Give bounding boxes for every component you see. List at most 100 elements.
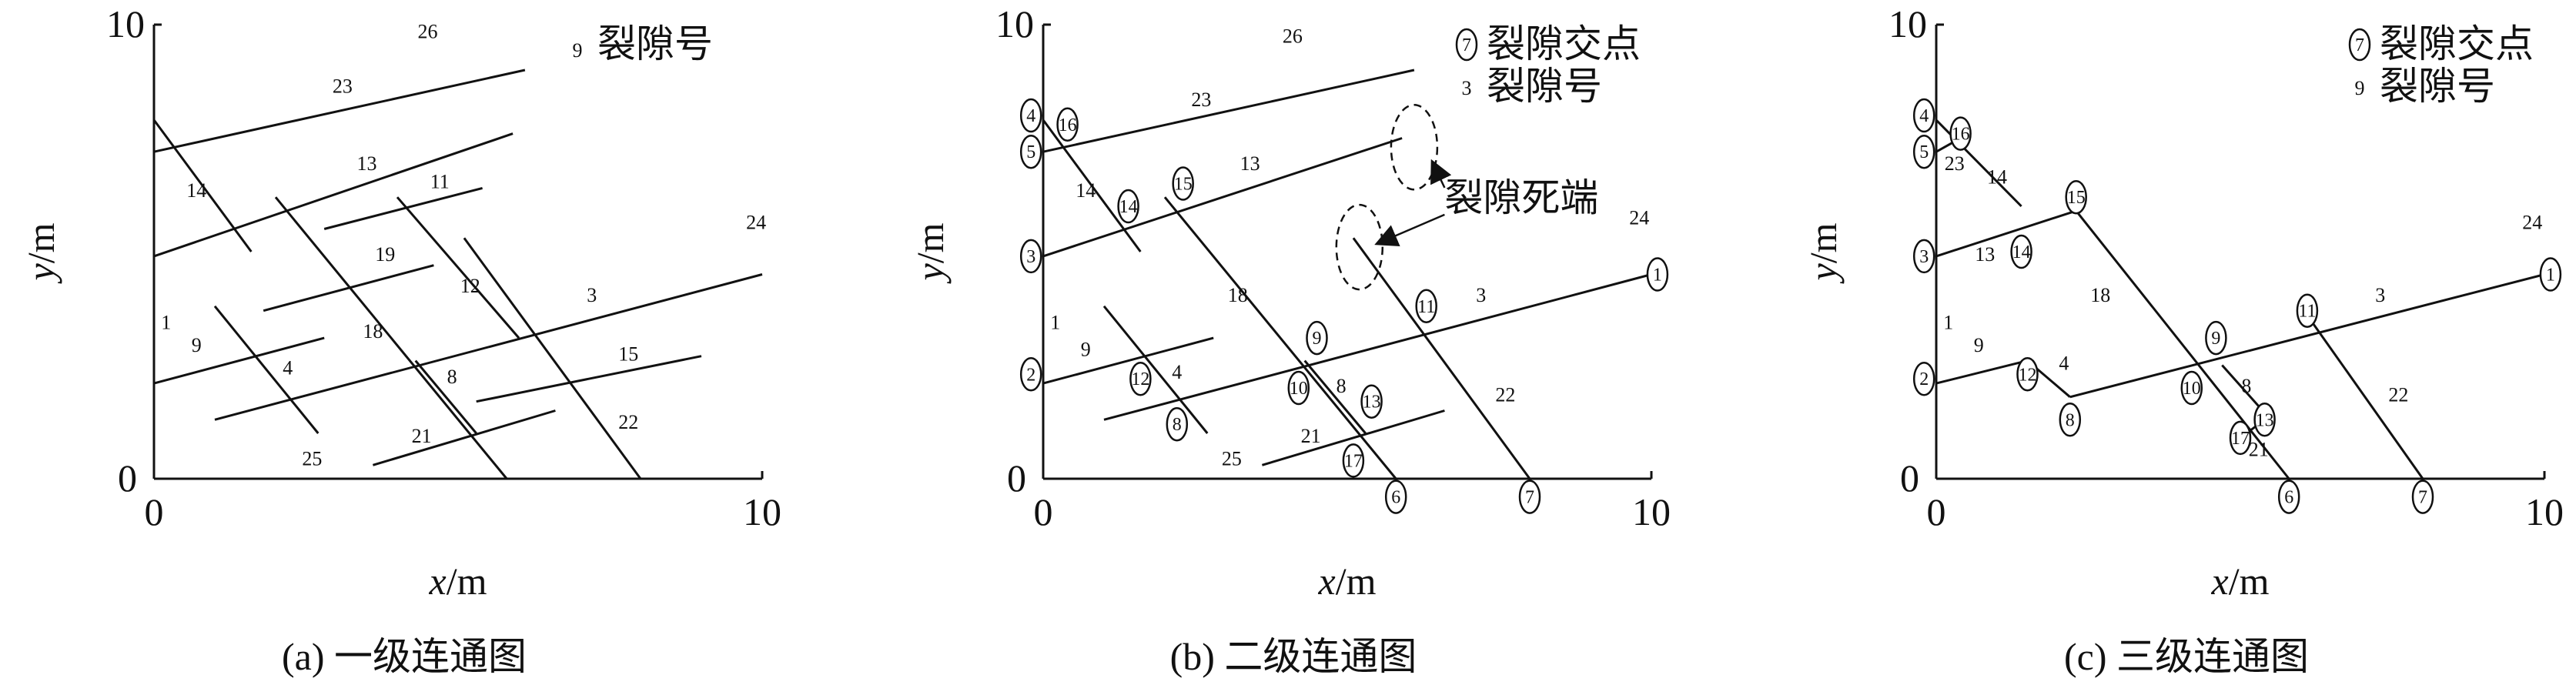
fracture-label-8: 8 <box>447 366 457 388</box>
fracture-label-25: 25 <box>302 447 322 469</box>
fracture-label-1: 1 <box>1943 311 1953 333</box>
node-circle <box>2411 480 2434 514</box>
fracture-line-22 <box>2306 314 2424 480</box>
fracture-label-13: 13 <box>357 152 377 175</box>
node-circle <box>1646 257 1669 292</box>
node-circle <box>1019 98 1042 133</box>
node-circle <box>1912 361 1935 396</box>
node-circle <box>2277 480 2300 514</box>
intersection-node-9: 9 <box>1306 320 1328 356</box>
fracture-line-4 <box>213 305 319 434</box>
legend-symbol: 7 <box>2355 35 2364 55</box>
intersection-node-3: 3 <box>1912 239 1935 274</box>
fracture-label-19: 19 <box>375 243 395 266</box>
fracture-label-18: 18 <box>2090 284 2110 306</box>
intersection-node-13: 13 <box>2253 403 2276 437</box>
x-tick-label: 10 <box>743 490 781 533</box>
node-circle <box>1166 406 1189 442</box>
node-label: 3 <box>1919 247 1929 267</box>
fracture-line-3 <box>214 273 763 421</box>
fracture-label-23: 23 <box>333 75 353 98</box>
node-circle <box>2059 403 2082 437</box>
y-tick-label: 0 <box>1900 456 1919 500</box>
node-circle <box>1949 116 1972 151</box>
x-tick-label: 10 <box>1632 490 1671 533</box>
fracture-line-21 <box>372 409 556 466</box>
fracture-label-12: 12 <box>460 275 480 297</box>
fracture-line-8 <box>1303 359 1367 434</box>
node-circle <box>2180 370 2203 406</box>
fracture-line-23 <box>153 68 526 153</box>
node-label: 7 <box>2418 488 2427 508</box>
node-circle <box>1287 370 1310 406</box>
node-circle <box>2253 403 2276 437</box>
intersection-node-2: 2 <box>1019 357 1042 392</box>
legend-node-circle <box>1455 28 1478 62</box>
fracture-label-8: 8 <box>1337 375 1347 397</box>
fracture-label-1: 1 <box>161 311 171 333</box>
node-circle <box>1019 239 1042 274</box>
x-axis-title: x/m <box>1318 560 1377 603</box>
node-label: 11 <box>1417 297 1435 317</box>
fracture-label-3: 3 <box>587 284 597 306</box>
intersection-node-14: 14 <box>2010 234 2032 269</box>
node-label: 7 <box>1525 488 1534 508</box>
legend-text: 裂隙号 <box>597 22 713 65</box>
fracture-label-18: 18 <box>363 320 383 342</box>
node-label: 1 <box>2546 266 2555 286</box>
intersection-node-7: 7 <box>1518 480 1541 514</box>
legend-symbol: 9 <box>573 39 583 62</box>
node-label: 11 <box>2298 302 2316 322</box>
node-label: 17 <box>2231 429 2250 449</box>
fracture-label-24: 24 <box>1629 207 1649 229</box>
intersection-node-2: 2 <box>1912 361 1935 396</box>
intersection-node-11: 11 <box>1415 289 1437 324</box>
fracture-line-4 <box>1102 305 1209 434</box>
y-tick-label: 10 <box>995 2 1034 45</box>
intersection-node-16: 16 <box>1949 116 1972 151</box>
node-label: 13 <box>1363 393 1381 413</box>
node-label: 10 <box>2183 379 2201 399</box>
intersection-node-10: 10 <box>2180 370 2203 406</box>
fracture-line-13 <box>153 132 514 258</box>
intersection-node-15: 15 <box>2065 179 2087 215</box>
intersection-node-6: 6 <box>1384 480 1407 514</box>
fracture-line-23 <box>1042 68 1415 153</box>
fracture-label-22: 22 <box>1495 384 1515 406</box>
legend-node-circle <box>2348 28 2371 62</box>
panel-caption: (c) 三级连通图 <box>2064 635 2309 678</box>
panel-caption: (a) 一级连通图 <box>282 635 527 678</box>
fracture-label-14: 14 <box>1076 179 1096 202</box>
fracture-line-9 <box>1042 336 1214 385</box>
node-circle <box>2065 179 2087 215</box>
legend-text: 裂隙号 <box>1487 65 1602 108</box>
node-label: 10 <box>1290 379 1308 399</box>
intersection-node-16: 16 <box>1056 107 1079 142</box>
node-label: 14 <box>2012 242 2031 262</box>
node-circle <box>2229 420 2252 456</box>
intersection-node-3: 3 <box>1019 239 1042 274</box>
intersection-node-5: 5 <box>1019 134 1042 169</box>
legend-symbol: 9 <box>2355 77 2365 99</box>
node-circle <box>1019 134 1042 169</box>
x-axis-title: x/m <box>2211 560 2270 603</box>
fracture-line-18 <box>2075 209 2290 480</box>
fracture-line-3 <box>1103 273 1652 421</box>
node-circle <box>1129 361 1152 396</box>
node-circle <box>2010 234 2032 269</box>
node-label: 15 <box>1174 175 1193 195</box>
x-tick-label: 10 <box>2525 490 2564 533</box>
fracture-label-8: 8 <box>2241 375 2251 397</box>
y-axis-title: y/m <box>19 222 62 284</box>
legend-text: 裂隙交点 <box>1487 22 1641 65</box>
node-circle <box>2205 320 2227 356</box>
node-label: 5 <box>1919 142 1929 162</box>
node-circle <box>1912 239 1935 274</box>
node-circle <box>1384 480 1407 514</box>
node-circle <box>1518 480 1541 514</box>
y-axis-title: y/m <box>908 222 952 284</box>
